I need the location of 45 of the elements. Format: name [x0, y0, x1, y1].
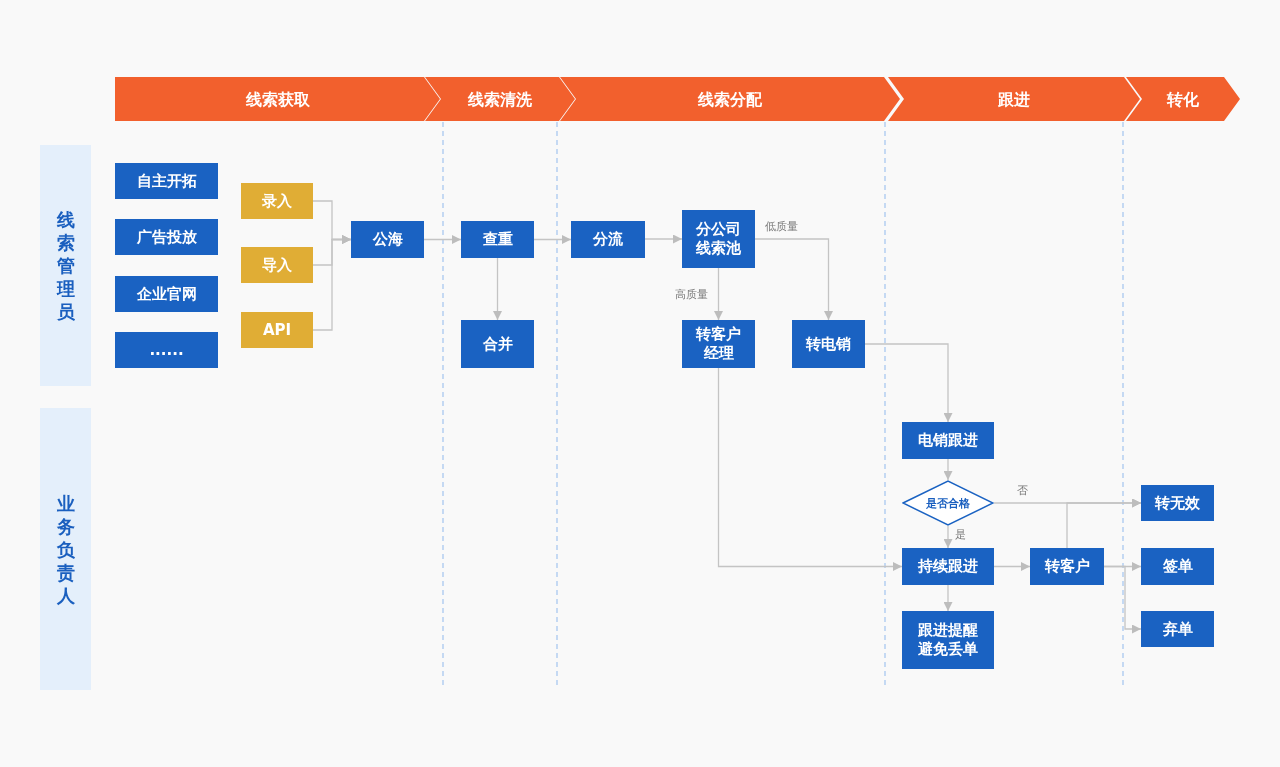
- swimlane-header: 业务负责人: [40, 408, 91, 690]
- arrow: [1103, 565, 1142, 634]
- process-box: 转无效: [1141, 485, 1214, 521]
- process-box: 跟进提醒避免丢单: [902, 611, 994, 669]
- process-box: 分流: [571, 221, 645, 258]
- process-box: 签单: [1141, 548, 1214, 585]
- edge-label: 高质量: [674, 288, 709, 301]
- arrow: [864, 343, 953, 423]
- arrow: [1066, 498, 1142, 549]
- process-box: 持续跟进: [902, 548, 994, 585]
- arrow: [943, 458, 953, 481]
- process-box: 公海: [351, 221, 424, 258]
- arrow: [717, 367, 903, 571]
- process-box: 合并: [461, 320, 534, 368]
- process-box: 弃单: [1141, 611, 1214, 647]
- process-box: 转客户经理: [682, 320, 755, 368]
- arrow: [943, 584, 953, 612]
- process-box: 电销跟进: [902, 422, 994, 459]
- edge-label: 低质量: [764, 220, 799, 233]
- phase-header: 线索清洗: [425, 77, 575, 121]
- arrow: [312, 235, 352, 331]
- arrow: [493, 257, 502, 321]
- arrow: [943, 525, 953, 549]
- input-box: 录入: [241, 183, 313, 219]
- arrow: [993, 562, 1031, 571]
- edge-label: 否: [1016, 484, 1029, 497]
- swimlane-header: 线索管理员: [40, 145, 91, 386]
- arrow: [754, 238, 833, 321]
- arrow: [644, 234, 683, 244]
- edge-label: 是: [954, 528, 967, 541]
- process-box: 自主开拓: [115, 163, 218, 199]
- process-box: 企业官网: [115, 276, 218, 312]
- arrow: [423, 235, 462, 244]
- process-box: 转客户: [1030, 548, 1104, 585]
- process-box: 查重: [461, 221, 534, 258]
- phase-header: 转化: [1126, 77, 1240, 121]
- process-box: 分公司线索池: [682, 210, 755, 268]
- arrow: [714, 267, 723, 321]
- process-box: 广告投放: [115, 219, 218, 255]
- process-box: 转电销: [792, 320, 865, 368]
- input-box: API: [241, 312, 313, 348]
- arrow: [533, 235, 572, 244]
- input-box: 导入: [241, 247, 313, 283]
- process-box: ......: [115, 332, 218, 368]
- decision-diamond: 是否合格: [902, 480, 994, 526]
